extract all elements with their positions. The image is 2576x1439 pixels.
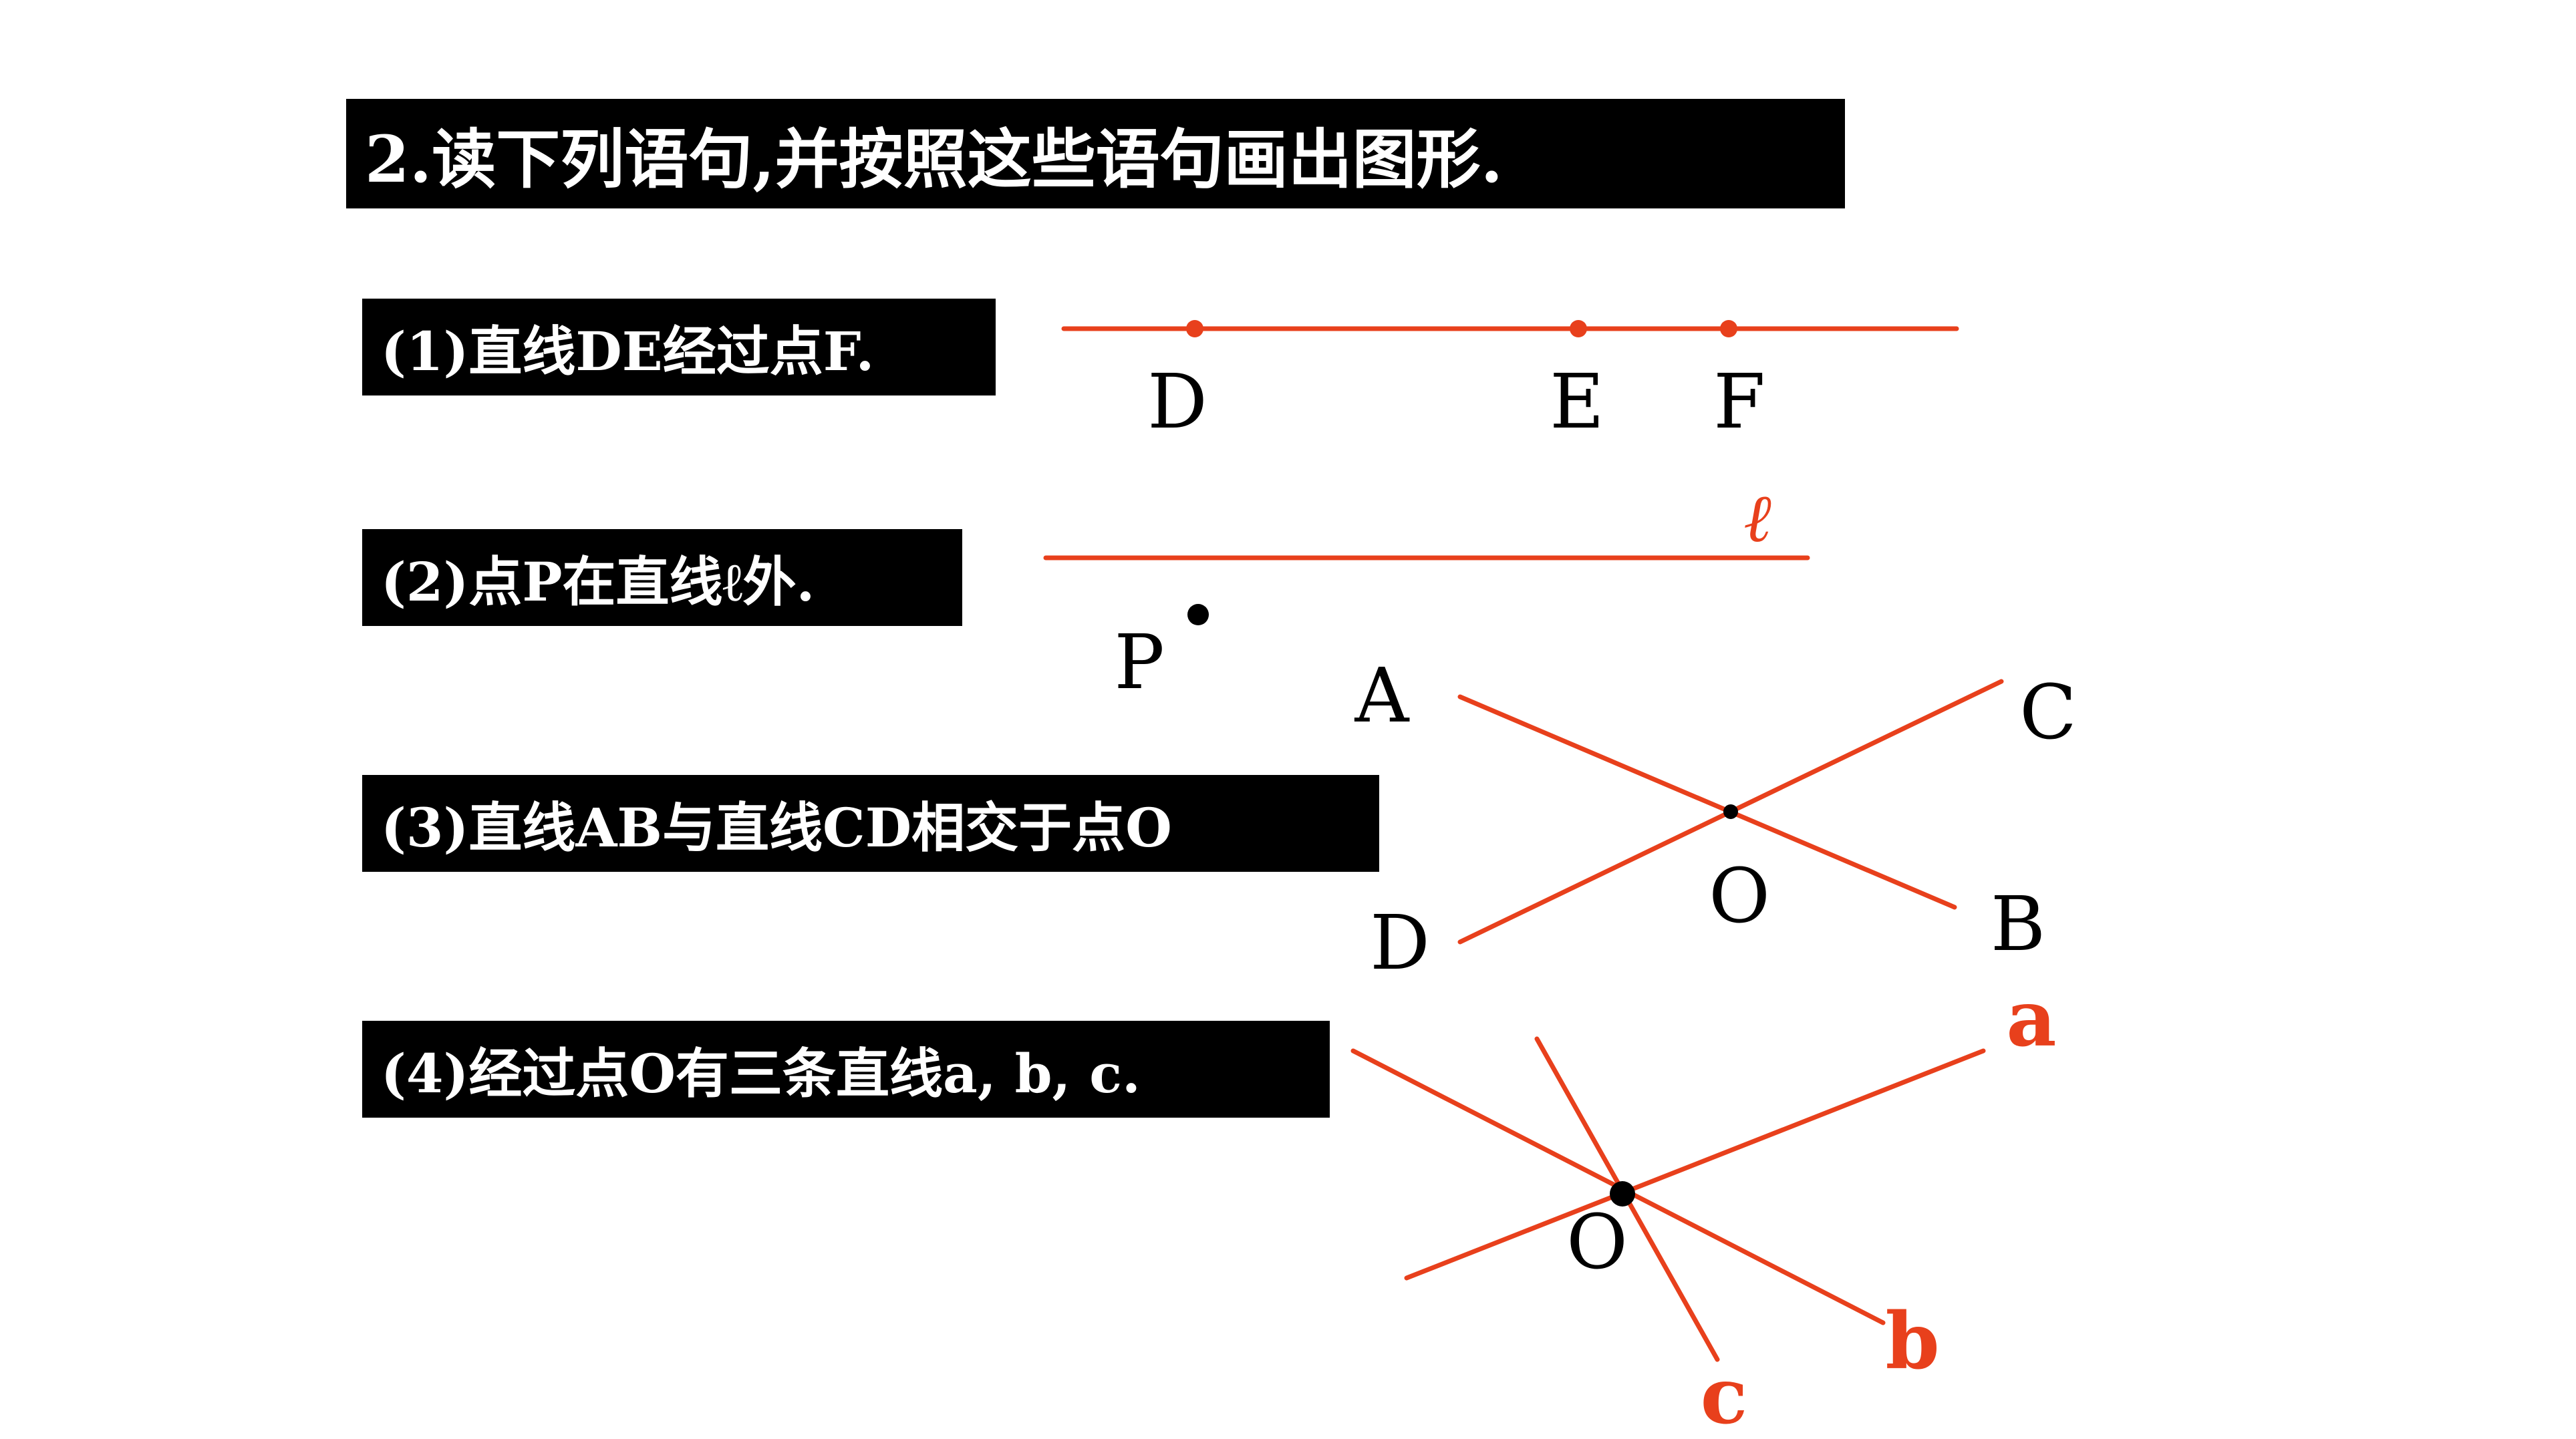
statement-3-text: (3)直线AB与直线CD相交于点O bbox=[381, 796, 1172, 859]
statement-2-text: (2)点P在直线ℓ外. bbox=[381, 550, 815, 613]
title-text: 2.读下列语句,并按照这些语句画出图形. bbox=[365, 121, 1504, 197]
label-d-2: D bbox=[1370, 900, 1430, 987]
label-f: F bbox=[1713, 359, 1765, 446]
point-o-dot-2 bbox=[1610, 1181, 1635, 1207]
label-d: D bbox=[1147, 359, 1207, 446]
statement-4-banner: (4)经过点O有三条直线a, b, c. bbox=[362, 1021, 1330, 1118]
statement-4-text: (4)经过点O有三条直线a, b, c. bbox=[381, 1042, 1141, 1105]
point-o-dot bbox=[1723, 804, 1738, 819]
figure-2: ℓ P bbox=[1043, 479, 1810, 706]
point-p-dot bbox=[1187, 604, 1209, 625]
figure-1: D E F bbox=[1061, 320, 1959, 446]
label-b-red: b bbox=[1885, 1296, 1939, 1387]
label-e: E bbox=[1550, 359, 1604, 446]
statement-3-banner: (3)直线AB与直线CD相交于点O bbox=[362, 775, 1379, 872]
line-a bbox=[1404, 1048, 1986, 1281]
point-e-dot bbox=[1570, 320, 1587, 337]
label-p: P bbox=[1114, 619, 1164, 706]
label-o-2: O bbox=[1566, 1199, 1628, 1286]
title-banner: 2.读下列语句,并按照这些语句画出图形. bbox=[346, 99, 1845, 208]
line-ab bbox=[1457, 694, 1957, 910]
label-l: ℓ bbox=[1743, 479, 1771, 557]
statement-2-banner: (2)点P在直线ℓ外. bbox=[362, 529, 962, 626]
label-a: A bbox=[1354, 653, 1410, 740]
label-a-red: a bbox=[2006, 973, 2056, 1064]
point-f-dot bbox=[1720, 320, 1737, 337]
label-c: C bbox=[2019, 669, 2077, 756]
statement-1-banner: (1)直线DE经过点F. bbox=[362, 299, 996, 395]
label-c-red: c bbox=[1701, 1351, 1748, 1439]
label-o: O bbox=[1709, 853, 1770, 940]
figure-3: A C B D O bbox=[1354, 653, 2077, 987]
statement-1-text: (1)直线DE经过点F. bbox=[381, 319, 875, 383]
figure-4: O a b c bbox=[1350, 973, 2057, 1439]
label-b: B bbox=[1991, 881, 2045, 968]
point-d-dot bbox=[1186, 320, 1203, 337]
